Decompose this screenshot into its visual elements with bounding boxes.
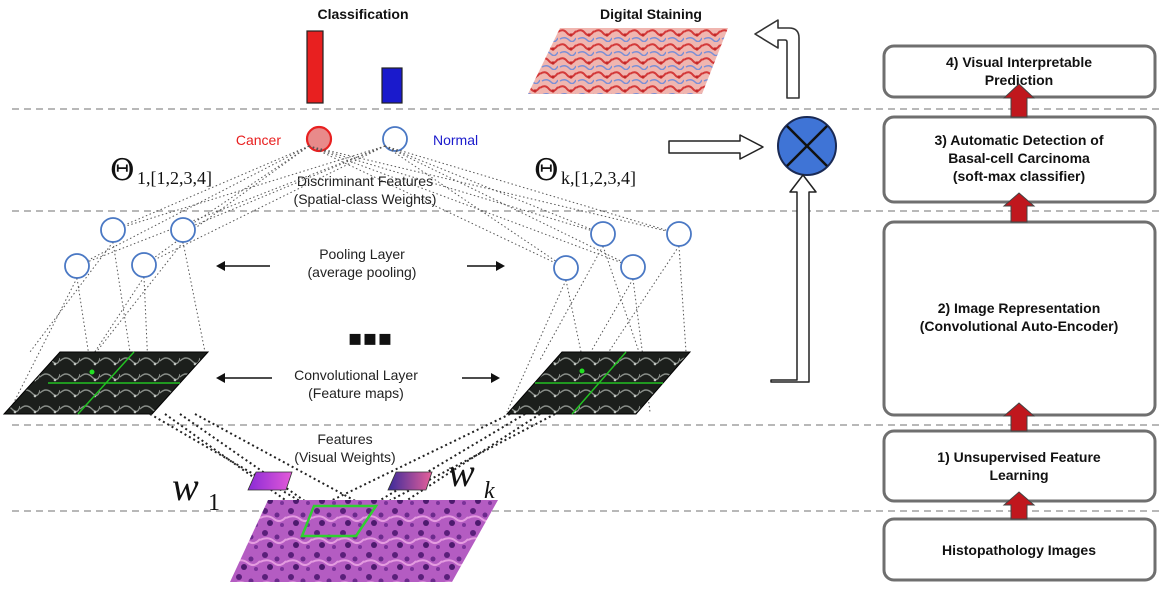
hollow-up-arrow-icon [770, 174, 817, 383]
normal-node [382, 126, 408, 152]
pool-node [170, 217, 196, 243]
step-4-line1: 4) Visual Interpretable [946, 54, 1092, 70]
class-to-pool-connections [76, 145, 680, 269]
circle-x-multiply-icon [777, 116, 837, 176]
visual-weight-w1 [247, 471, 293, 491]
up-arrow-icon [1002, 192, 1036, 223]
step-3-line1: 3) Automatic Detection of [934, 132, 1103, 148]
convolutional-layer-sublabel: (Feature maps) [308, 385, 404, 401]
left-arrow-icon [216, 261, 270, 271]
normal-label: Normal [433, 132, 478, 148]
features-label: Features [317, 431, 372, 447]
left-arrow-icon [216, 373, 272, 383]
theta-left: Θ 1,[1,2,3,4] [110, 153, 212, 188]
step-2-line2: (Convolutional Auto-Encoder) [920, 318, 1119, 334]
discriminant-features-label: Discriminant Features [297, 173, 433, 189]
pool-node [131, 252, 157, 278]
features-sublabel: (Visual Weights) [294, 449, 395, 465]
pool-node [553, 255, 579, 281]
step-1-line1: 1) Unsupervised Feature [937, 449, 1101, 465]
theta-left-subscript: 1,[1,2,3,4] [137, 168, 212, 188]
cancer-label: Cancer [236, 132, 281, 148]
step-box-feature-learning [882, 429, 1157, 503]
visual-weight-wk [387, 471, 433, 491]
wk-symbol: w [448, 450, 475, 495]
discriminant-features-sublabel: (Spatial-class Weights) [294, 191, 437, 207]
pool-node [64, 253, 90, 279]
digital-staining-title: Digital Staining [600, 6, 702, 22]
wk-subscript: k [484, 478, 495, 504]
histopathology-image [230, 500, 498, 582]
feature-map-right [505, 351, 692, 415]
convolutional-layer-label: Convolutional Layer [294, 367, 418, 383]
theta-right-symbol: Θ [534, 153, 559, 188]
w1-symbol: w [172, 464, 199, 509]
feature-map-left [2, 351, 210, 415]
classification-title: Classification [317, 6, 408, 22]
w1-subscript: 1 [208, 490, 220, 516]
up-arrow-icon [1002, 402, 1036, 432]
up-arrow-icon [1002, 83, 1036, 118]
step-1-line2: Learning [989, 467, 1048, 483]
digital-staining-image [528, 28, 728, 94]
step-4-line2: Prediction [985, 72, 1053, 88]
pool-node [590, 221, 616, 247]
step-3-line3: (soft-max classifier) [953, 168, 1085, 184]
theta-right: Θ k,[1,2,3,4] [534, 153, 636, 188]
pooling-nodes-left [64, 217, 196, 279]
theta-right-subscript: k,[1,2,3,4] [561, 168, 636, 188]
normal-bar [381, 67, 403, 104]
ellipsis: ▪▪▪ [348, 326, 393, 351]
up-arrow-icon [1002, 491, 1036, 520]
pooling-layer-label: Pooling Layer [319, 246, 405, 262]
pipeline-steps: 4) Visual Interpretable Prediction 3) Au… [882, 44, 1157, 582]
step-3-line2: Basal-cell Carcinoma [948, 150, 1090, 166]
u-turn-arrow-icon [754, 19, 800, 99]
pooling-nodes-right [553, 221, 692, 281]
step-2-line1: 2) Image Representation [938, 300, 1101, 316]
pool-node [666, 221, 692, 247]
patch-highlight [300, 504, 379, 538]
pool-node [100, 217, 126, 243]
hollow-right-arrow-icon [668, 134, 764, 160]
pool-node [620, 254, 646, 280]
theta-left-symbol: Θ [110, 153, 135, 188]
right-arrow-icon [467, 261, 505, 271]
cancer-node [305, 125, 333, 153]
cancer-bar [306, 30, 324, 104]
input-step-label: Histopathology Images [942, 542, 1096, 558]
right-arrow-icon [462, 373, 500, 383]
pooling-layer-sublabel: (average pooling) [308, 264, 417, 280]
